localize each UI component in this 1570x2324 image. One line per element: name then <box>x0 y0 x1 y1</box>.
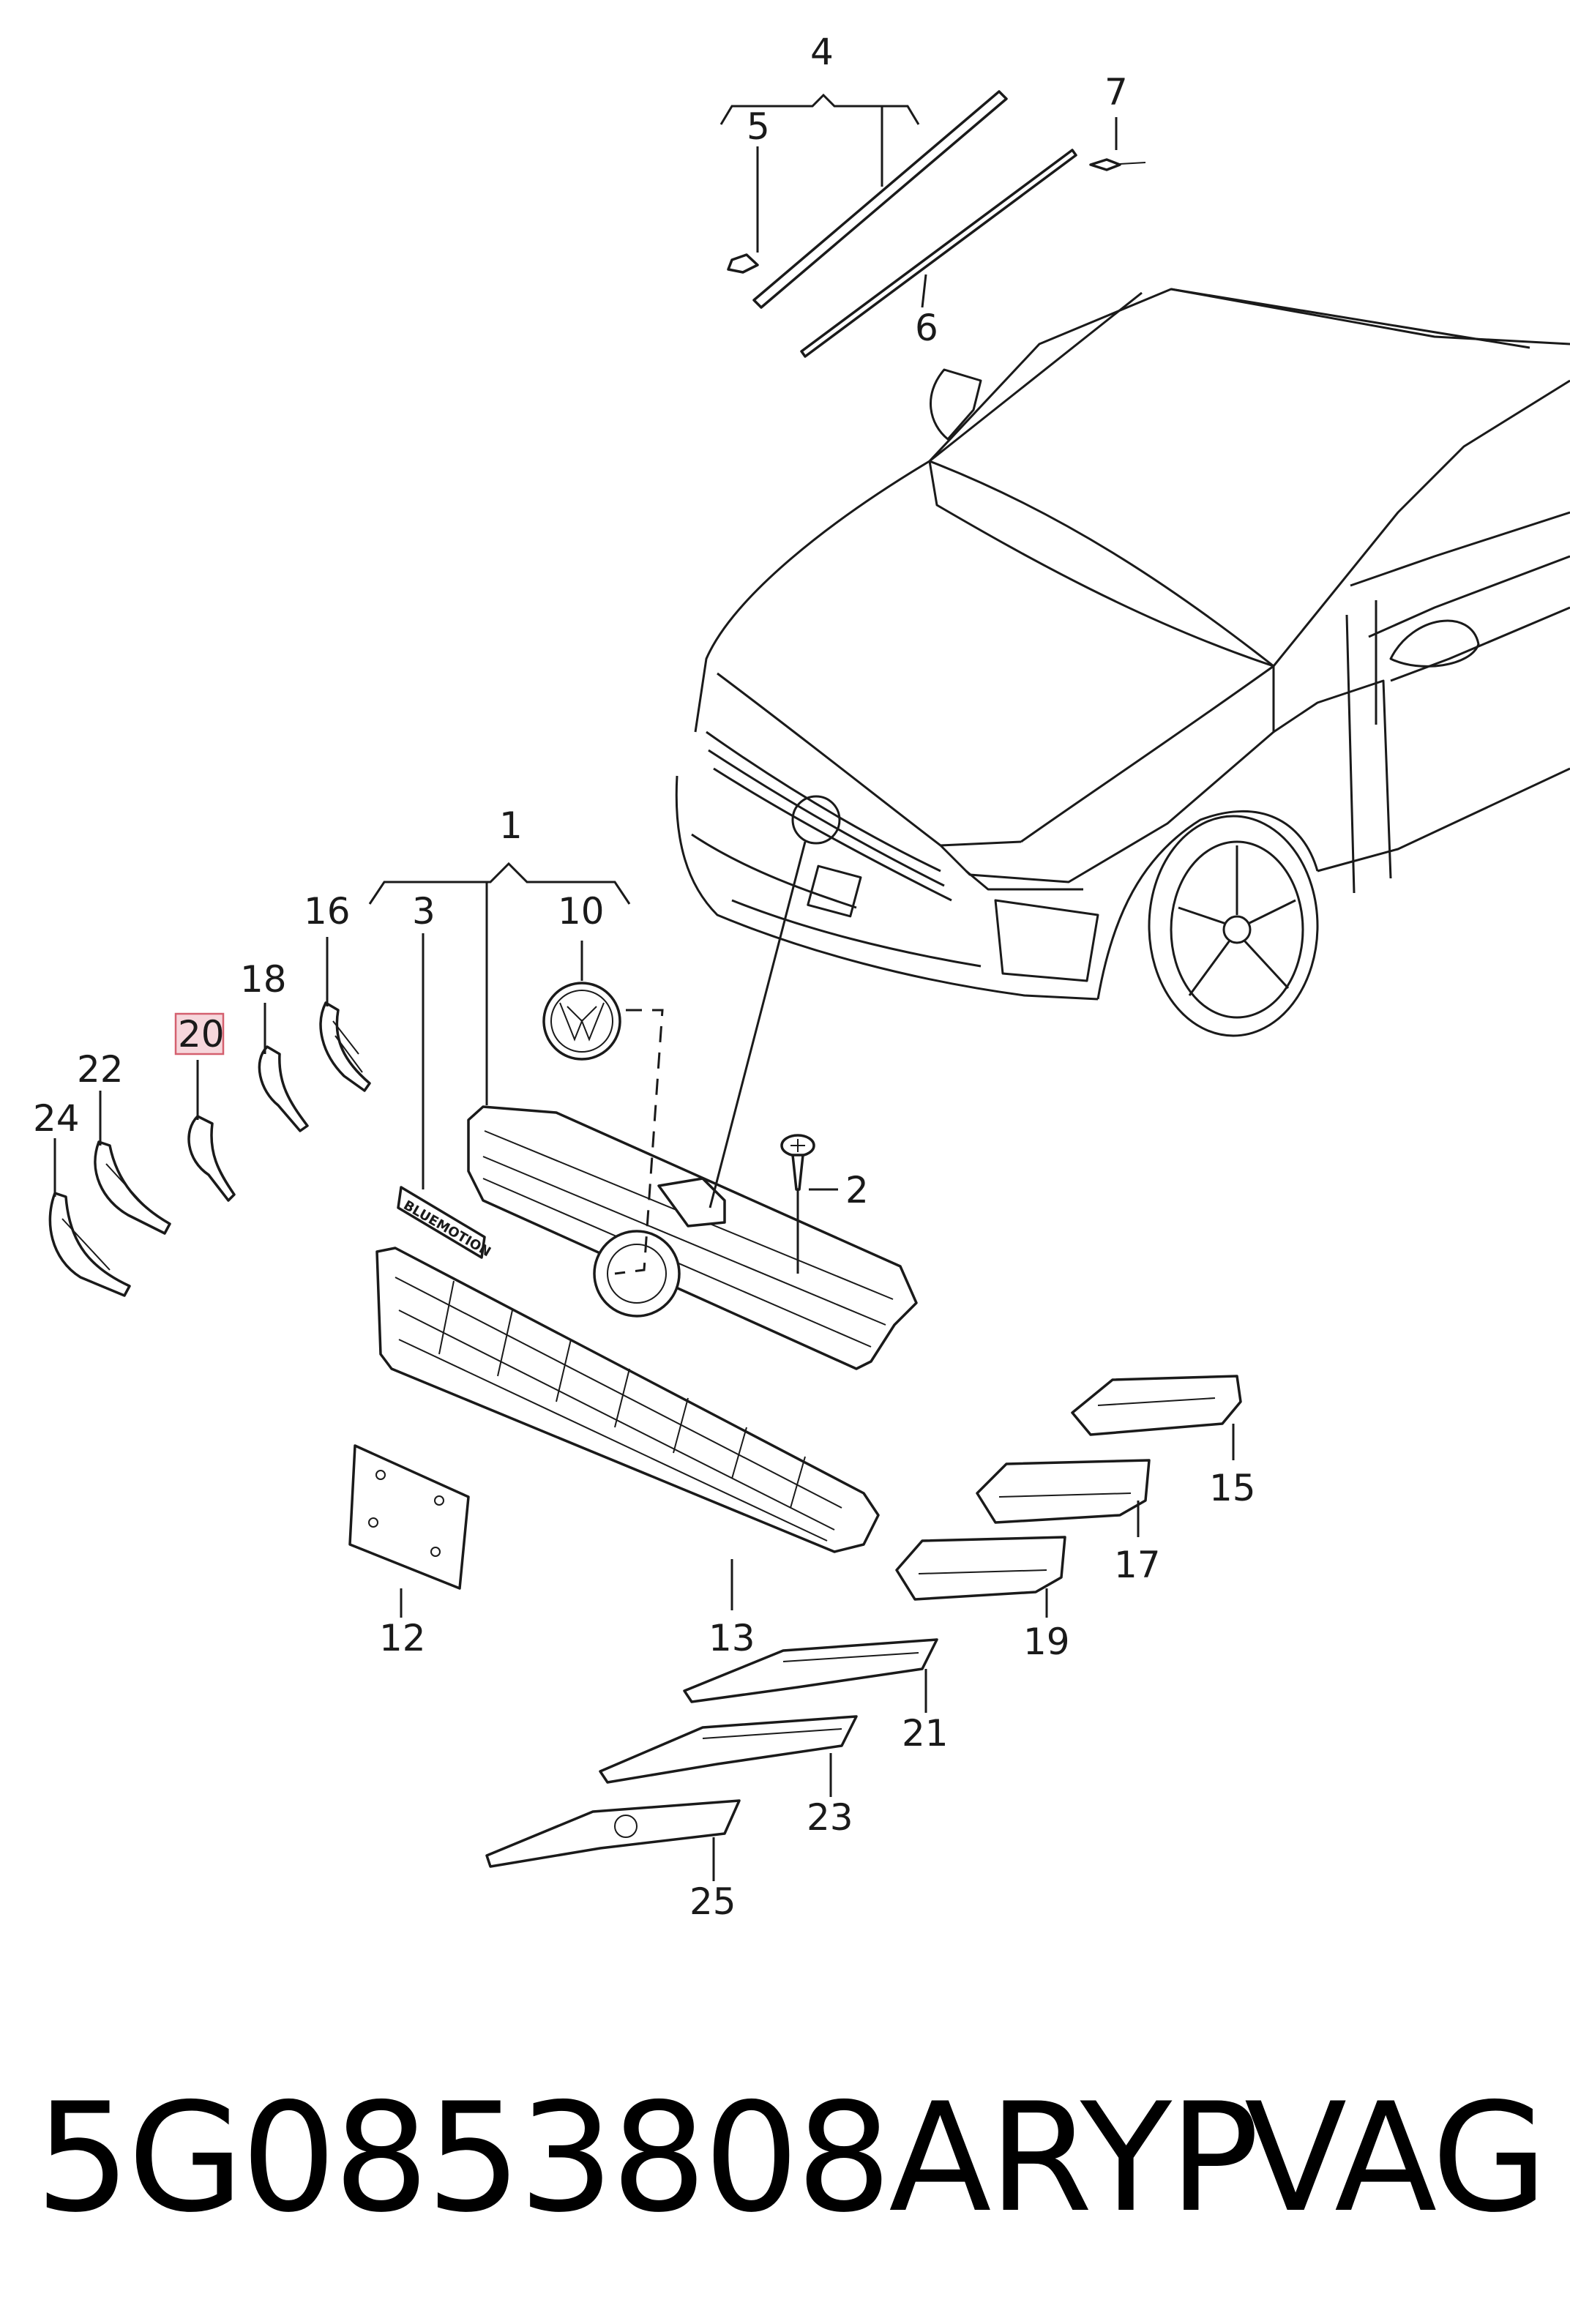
screw-part <box>780 1134 815 1191</box>
highlight-box <box>174 1012 225 1055</box>
lower-strips <box>485 1638 938 1868</box>
brand-name: VAG <box>1244 2071 1548 2246</box>
footer: 5G0853808ARYP VAG <box>0 2050 1570 2269</box>
callout-19: 19 <box>1023 1621 1070 1663</box>
right-vent-trims <box>895 1375 1242 1601</box>
callout-13: 13 <box>709 1617 755 1659</box>
callout-2: 2 <box>845 1169 869 1211</box>
callout-16: 16 <box>304 890 351 933</box>
callout-15: 15 <box>1209 1467 1256 1509</box>
callout-20: 20 <box>178 1013 225 1055</box>
callout-6: 6 <box>915 307 938 349</box>
callout-labels: 4 5 7 6 1 3 10 16 18 20 22 24 2 15 17 19… <box>33 31 1256 1923</box>
roof-mouldings <box>727 90 1146 358</box>
side-trims <box>48 1001 371 1297</box>
callout-1: 1 <box>499 804 523 847</box>
callout-21: 21 <box>902 1712 949 1755</box>
vw-emblem <box>542 982 621 1061</box>
badge-text: BLUEMOTION <box>401 1198 494 1260</box>
leader-lines <box>53 93 1235 1881</box>
callout-7: 7 <box>1104 71 1128 113</box>
callout-3: 3 <box>412 890 436 933</box>
callout-17: 17 <box>1114 1544 1161 1586</box>
callout-12: 12 <box>379 1617 426 1659</box>
callout-18: 18 <box>240 958 287 1001</box>
callout-4: 4 <box>810 31 834 73</box>
license-plate-holder <box>348 1444 470 1590</box>
radiator-grille <box>467 1105 918 1370</box>
callout-5: 5 <box>747 105 770 148</box>
car-illustration <box>675 288 1570 1037</box>
callout-23: 23 <box>807 1796 853 1839</box>
callout-25: 25 <box>689 1880 736 1923</box>
part-number: 5G0853808ARYP <box>35 2071 1260 2246</box>
callout-24: 24 <box>33 1097 80 1140</box>
callout-22: 22 <box>77 1048 124 1091</box>
parts-diagram: BLUEMOTION <box>33 31 1570 1923</box>
lower-grille <box>375 1247 880 1553</box>
callout-10: 10 <box>558 890 605 933</box>
bluemotion-badge: BLUEMOTION <box>397 1186 494 1260</box>
